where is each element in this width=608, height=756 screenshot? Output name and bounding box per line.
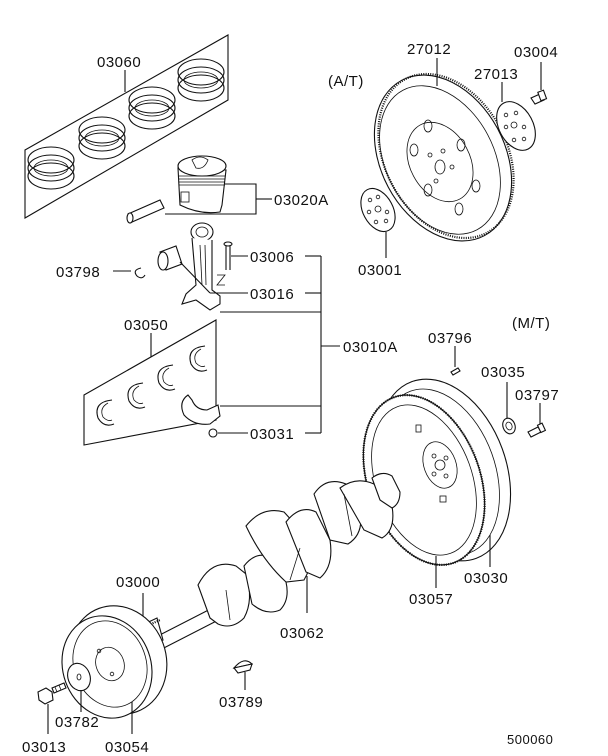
piston[interactable] <box>177 155 227 214</box>
snap-ring[interactable] <box>134 267 146 279</box>
bolt-03004[interactable] <box>530 89 548 105</box>
diagram-code: 500060 <box>507 732 553 747</box>
bearing-shell <box>127 382 146 409</box>
label-03789[interactable]: 03789 <box>219 694 263 711</box>
connecting-rod-bolt[interactable] <box>216 241 233 286</box>
piston-ring <box>177 58 225 102</box>
label-03062[interactable]: 03000 <box>116 574 160 591</box>
piston-ring <box>128 86 176 130</box>
pilot-bearing[interactable] <box>501 416 518 435</box>
piston-ring <box>27 146 75 190</box>
variant-label-mt: (M/T) <box>512 315 550 332</box>
label-03057[interactable]: 03057 <box>409 591 453 608</box>
piston-ring <box>78 116 126 160</box>
label-03798[interactable]: 03798 <box>56 264 100 281</box>
label-03796[interactable]: 03796 <box>428 330 472 347</box>
bearing-shell <box>157 364 176 391</box>
label-03060[interactable]: 03060 <box>97 54 141 71</box>
woodruff-key[interactable] <box>232 660 254 674</box>
bearing-shell <box>96 399 115 426</box>
label-03782[interactable]: 03782 <box>55 714 99 731</box>
piston-pin[interactable] <box>126 199 165 224</box>
crankshaft[interactable] <box>149 472 401 653</box>
connecting-rod-nut[interactable] <box>208 428 218 438</box>
variant-label-at: (A/T) <box>328 73 364 90</box>
pulley-bolt[interactable] <box>37 682 67 705</box>
label-03001[interactable]: 03001 <box>358 262 402 279</box>
label-03020A[interactable]: 03020A <box>274 192 329 209</box>
label-03050[interactable]: 03050 <box>124 317 168 334</box>
piston-ring-set[interactable] <box>24 34 229 219</box>
label-03010A[interactable]: 03010A <box>343 339 398 356</box>
label-03031[interactable]: 03031 <box>250 426 294 443</box>
connecting-rod-cap[interactable] <box>181 394 221 425</box>
label-03006[interactable]: 03006 <box>250 249 294 266</box>
bearing-shell <box>189 345 208 372</box>
crankshaft-adapter[interactable] <box>354 183 402 238</box>
label-03013[interactable]: 03013 <box>22 739 66 756</box>
label-03797[interactable]: 03797 <box>515 387 559 404</box>
washer[interactable] <box>64 660 94 694</box>
connecting-rod-bushing[interactable] <box>157 245 183 271</box>
label-03030[interactable]: 03030 <box>464 570 508 587</box>
label-27012[interactable]: 27012 <box>407 41 451 58</box>
label-03016[interactable]: 03016 <box>250 286 294 303</box>
bolt-03797[interactable] <box>527 422 547 438</box>
label-27013[interactable]: 27013 <box>474 66 518 83</box>
label-03035[interactable]: 03035 <box>481 364 525 381</box>
adapter-plate[interactable] <box>489 95 543 157</box>
label-03000[interactable]: 03062 <box>280 625 324 642</box>
label-03004[interactable]: 03004 <box>514 44 558 61</box>
crankshaft-pulley[interactable] <box>48 592 182 731</box>
label-03054[interactable]: 03054 <box>105 739 149 756</box>
connecting-rod[interactable] <box>181 222 221 311</box>
bearing-set[interactable] <box>83 319 217 446</box>
dowel-pin[interactable] <box>450 367 461 376</box>
